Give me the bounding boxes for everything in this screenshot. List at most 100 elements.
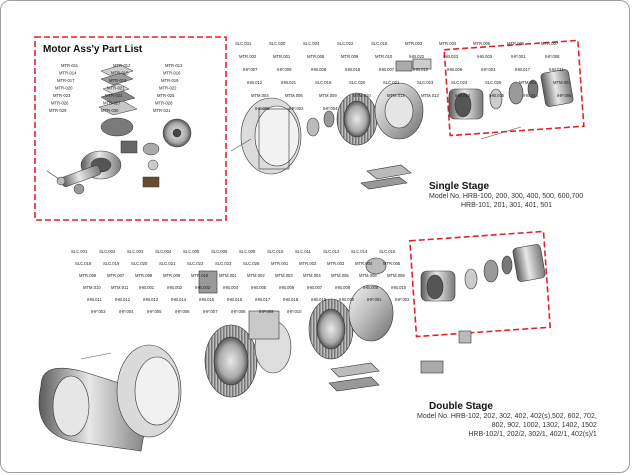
part-label: MTM.004 <box>251 93 269 98</box>
part-label: MTR.005 <box>383 261 401 266</box>
part-label: IHB.011 <box>549 67 564 72</box>
part-label: IHF.003 <box>481 67 496 72</box>
part-label: MTR-029 <box>49 108 67 113</box>
part-label: IHB.006 <box>279 285 295 290</box>
single-stage-title: Single Stage <box>429 181 490 192</box>
part-label: IHF.008 <box>231 309 246 314</box>
part-label: SLC.001 <box>71 249 88 254</box>
part-label: MTM.006 <box>359 273 377 278</box>
part-label: IHF.005 <box>147 309 162 314</box>
part-label: MTR-014 <box>59 71 77 76</box>
part-label: IHB.014 <box>523 93 539 98</box>
double-stage-assembly <box>38 244 546 452</box>
part-label: IHB.012 <box>247 80 263 85</box>
part-label: IHF.002 <box>289 106 304 111</box>
part-label: MTM.004 <box>303 273 321 278</box>
part-label: MTR-017 <box>57 78 75 83</box>
part-label: IHF.006 <box>175 309 190 314</box>
part-label: MTR-031 <box>153 108 171 113</box>
part-label: SLC.010 <box>267 249 284 254</box>
part-label: IHB.016 <box>227 297 243 302</box>
part-label: MTR-021 <box>107 86 125 91</box>
part-label: IHB.022 <box>409 54 425 59</box>
part-label: IHB.014 <box>171 297 187 302</box>
part-label: MTR-020 <box>55 86 73 91</box>
single-stage-model-line-2: HRB-101, 201, 301, 401, 501 <box>461 202 553 209</box>
part-label: IHB.002 <box>167 285 183 290</box>
part-label: MTR.005 <box>473 41 491 46</box>
single-motor-dashed-frame <box>443 39 585 137</box>
part-label: IHB.003 <box>195 285 211 290</box>
part-label: MTM.002 <box>247 273 265 278</box>
part-label: IHB.023 <box>443 54 459 59</box>
part-label: IHF.004 <box>119 309 134 314</box>
part-label: MTR.004 <box>355 261 373 266</box>
single-stage-model-line-1: Model No. HRB-100, 200, 300, 400, 500, 6… <box>429 193 584 200</box>
part-label: MTM.006 <box>285 93 303 98</box>
part-label: SLC.020 <box>131 261 148 266</box>
part-label: IHF.008 <box>545 54 560 59</box>
part-label: IHB.013 <box>455 93 471 98</box>
part-label: SLC.022 <box>337 41 354 46</box>
part-label: MTM.010 <box>83 285 101 290</box>
double-stage-title: Double Stage <box>429 401 493 412</box>
part-label: MTM.003 <box>275 273 293 278</box>
part-label: SLC.025 <box>485 80 502 85</box>
part-label: SLC.012 <box>323 249 340 254</box>
part-label: SLC.018 <box>75 261 92 266</box>
part-label: IHB.015 <box>489 93 505 98</box>
part-label: MTR.001 <box>273 54 291 59</box>
part-label: SLC.011 <box>295 249 312 254</box>
part-label: IHB.003 <box>477 54 493 59</box>
part-label: MTR.009 <box>341 54 359 59</box>
part-label: SLC.031 <box>235 41 252 46</box>
part-label: IHB.017 <box>255 297 271 302</box>
part-label: IHF.005 <box>255 106 270 111</box>
part-label: IHB.018 <box>283 297 299 302</box>
part-label: SLC.019 <box>315 80 332 85</box>
part-label: IHB.009 <box>363 285 379 290</box>
part-label: IHB.001 <box>139 285 155 290</box>
part-label: IHF.009 <box>259 309 274 314</box>
part-label: MTR.007 <box>541 41 559 46</box>
part-label: IHB.015 <box>199 297 215 302</box>
part-label: IHB.021 <box>281 80 297 85</box>
part-label: MTM.001 <box>519 80 537 85</box>
part-label: SLC.003 <box>127 249 144 254</box>
part-label: IHB.010 <box>391 285 407 290</box>
part-label: SLC.018 <box>371 41 388 46</box>
part-label: MTR-011 <box>61 63 79 68</box>
part-label: IHB.019 <box>311 297 327 302</box>
part-label: MTR.004 <box>439 41 457 46</box>
part-label: IHF.007 <box>243 67 258 72</box>
part-label: MTM.012 <box>387 93 405 98</box>
single-stage-models: Model No. HRB-100, 200, 300, 400, 500, 6… <box>429 192 583 210</box>
part-label: MTM.005 <box>331 273 349 278</box>
part-label: IHB.020 <box>339 297 355 302</box>
part-label: SLC.021 <box>383 80 400 85</box>
double-motor-dashed-frame <box>408 230 552 338</box>
part-label: IHB.007 <box>379 67 395 72</box>
part-label: SLC.002 <box>99 249 116 254</box>
part-label: MTR.008 <box>135 273 153 278</box>
part-label: IHB.007 <box>307 285 323 290</box>
part-label: IHF.002 <box>395 297 410 302</box>
part-label: IHB.013 <box>143 297 159 302</box>
part-label: MTR.003 <box>405 41 423 46</box>
part-label: MTR.009 <box>163 273 181 278</box>
part-label: SLC.006 <box>211 249 228 254</box>
part-label: MTR-022 <box>159 86 177 91</box>
part-label: MTR-015 <box>111 71 129 76</box>
single-stage-assembly <box>230 58 574 190</box>
part-label: MTR-018 <box>109 78 127 83</box>
part-label: MTR.010 <box>191 273 209 278</box>
part-label: MTR-025 <box>157 93 175 98</box>
part-label: MTR-024 <box>105 93 123 98</box>
part-label: MTR-013 <box>165 63 183 68</box>
part-label: SLC.016 <box>379 249 396 254</box>
part-label: SLC.004 <box>303 41 320 46</box>
part-label: MTR.008 <box>307 54 325 59</box>
